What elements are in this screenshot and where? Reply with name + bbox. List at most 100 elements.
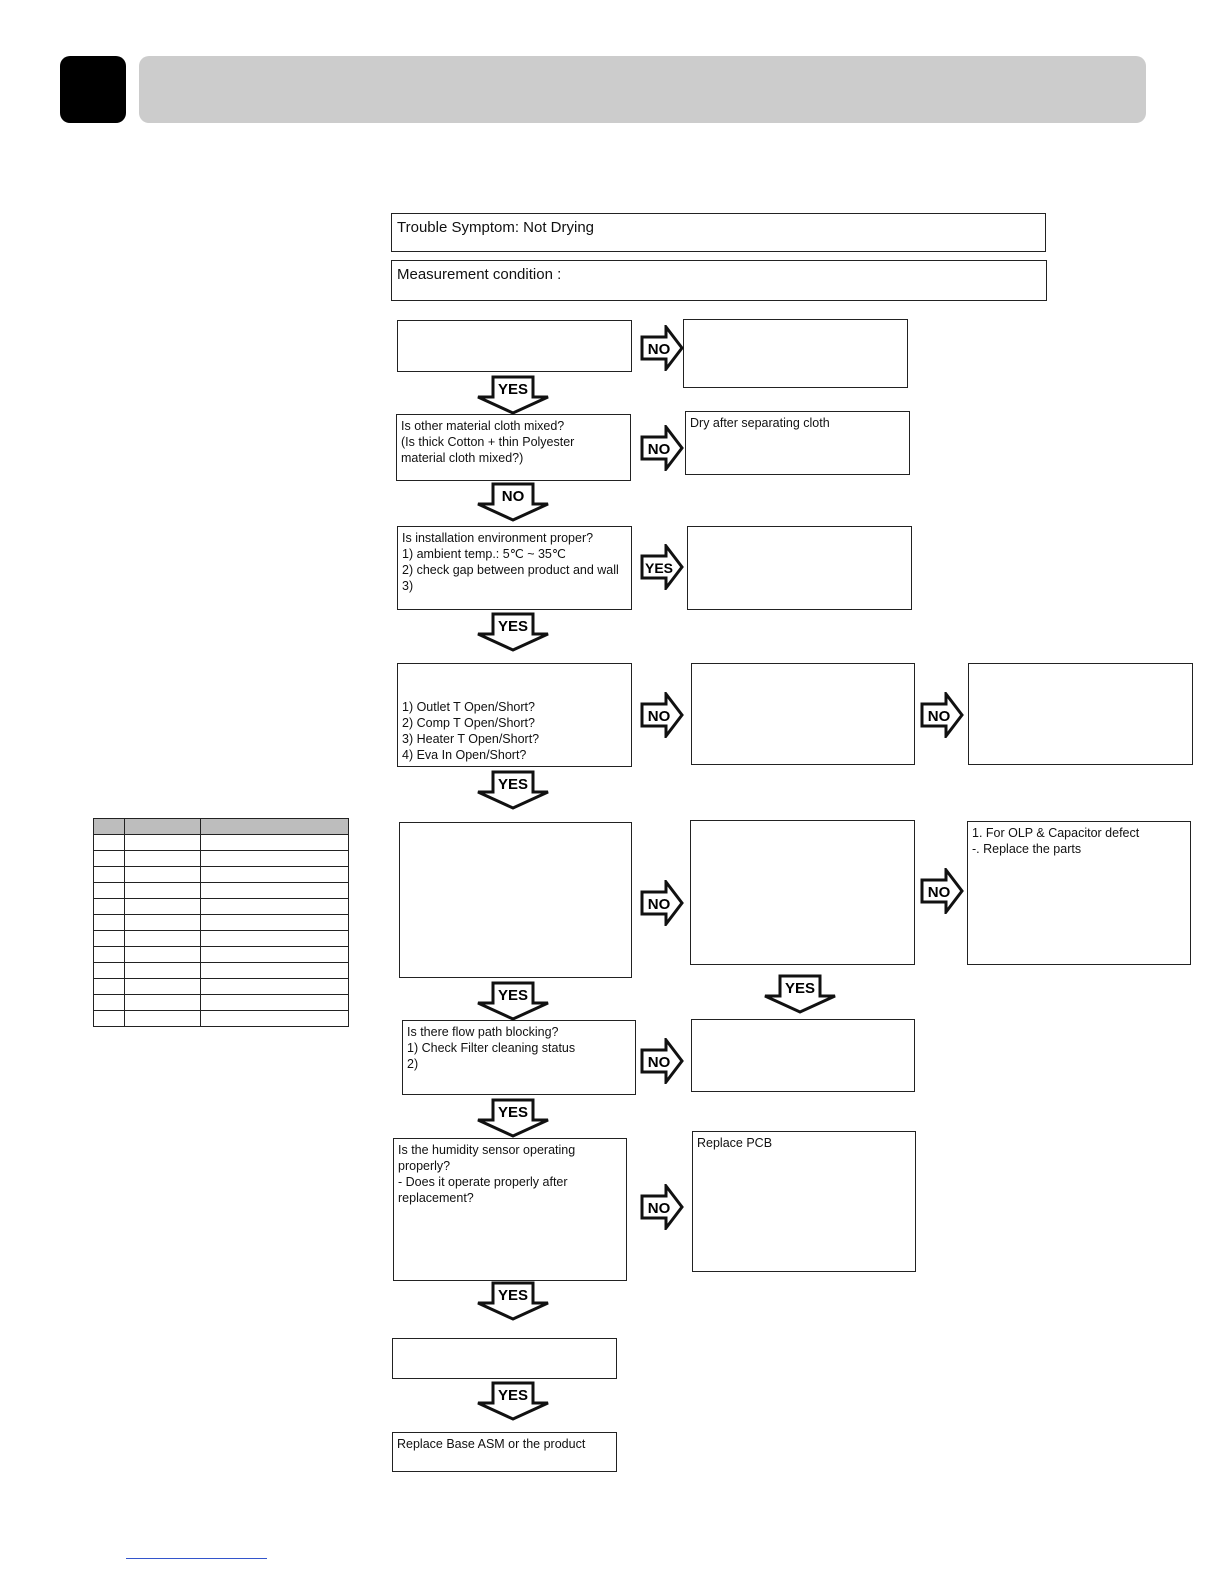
final-action-box: Replace Base ASM or the product xyxy=(392,1432,617,1472)
arrow-label: YES xyxy=(498,1104,528,1121)
step4-question-box: 1) Outlet T Open/Short? 2) Comp T Open/S… xyxy=(397,663,632,767)
table-cell xyxy=(200,866,349,883)
section-number-badge xyxy=(60,56,126,123)
table-row xyxy=(93,850,349,867)
arrow-label: YES xyxy=(498,381,528,398)
down-arrow-yes-7: YES xyxy=(477,1281,549,1321)
table-row xyxy=(93,866,349,883)
table-cell xyxy=(123,962,202,979)
right-arrow-yes-3: YES xyxy=(640,544,684,590)
arrow-label: NO xyxy=(648,1200,671,1217)
footer-link-underline xyxy=(126,1558,267,1559)
right-arrow-no-2: NO xyxy=(640,425,684,471)
table-cell xyxy=(123,882,202,899)
down-arrow-yes-1: YES xyxy=(477,375,549,415)
table-cell xyxy=(200,882,349,899)
table-cell xyxy=(200,818,349,835)
down-arrow-yes-6: YES xyxy=(477,1098,549,1138)
table-row xyxy=(93,962,349,979)
table-cell xyxy=(93,994,125,1011)
measurement-condition-box: Measurement condition : xyxy=(391,260,1047,301)
table-cell xyxy=(123,866,202,883)
step4-followup-box xyxy=(968,663,1193,765)
table-cell xyxy=(93,962,125,979)
down-arrow-yes-8: YES xyxy=(477,1381,549,1421)
table-cell xyxy=(200,994,349,1011)
table-row xyxy=(93,930,349,947)
arrow-label: YES xyxy=(645,560,673,576)
right-arrow-no-6: NO xyxy=(640,1038,684,1084)
table-row xyxy=(93,834,349,851)
down-arrow-yes-3: YES xyxy=(477,612,549,652)
trouble-symptom-box: Trouble Symptom: Not Drying xyxy=(391,213,1046,252)
table-cell xyxy=(93,1010,125,1027)
table-row xyxy=(93,1010,349,1027)
step1-action-box xyxy=(683,319,908,388)
right-arrow-no-4b: NO xyxy=(920,692,964,738)
step7-question-box: Is the humidity sensor operating properl… xyxy=(393,1138,627,1281)
table-cell xyxy=(123,898,202,915)
table-cell xyxy=(200,962,349,979)
right-arrow-no-5b: NO xyxy=(920,868,964,914)
table-cell xyxy=(123,946,202,963)
table-cell xyxy=(93,866,125,883)
table-cell xyxy=(200,1010,349,1027)
right-arrow-no-7: NO xyxy=(640,1184,684,1230)
arrow-label: NO xyxy=(648,1054,671,1071)
step4-question-text: 1) Outlet T Open/Short? 2) Comp T Open/S… xyxy=(402,700,540,762)
step3-action-box xyxy=(687,526,912,610)
step6-question-box: Is there flow path blocking? 1) Check Fi… xyxy=(402,1020,636,1095)
table-cell xyxy=(123,834,202,851)
table-cell xyxy=(200,978,349,995)
arrow-label: NO xyxy=(648,708,671,725)
table-cell xyxy=(200,914,349,931)
table-cell xyxy=(93,946,125,963)
section-header-bar xyxy=(139,56,1146,123)
arrow-label: YES xyxy=(498,776,528,793)
step7-action-box: Replace PCB xyxy=(692,1131,916,1272)
step5-followup-box: 1. For OLP & Capacitor defect -. Replace… xyxy=(967,821,1191,965)
table-row xyxy=(93,978,349,995)
right-arrow-no-4: NO xyxy=(640,692,684,738)
step4-action-box xyxy=(691,663,915,765)
arrow-label: NO xyxy=(502,488,525,505)
table-cell xyxy=(123,818,202,835)
arrow-label: YES xyxy=(498,1287,528,1304)
step5-question-box xyxy=(399,822,632,978)
table-cell xyxy=(93,898,125,915)
table-cell xyxy=(123,994,202,1011)
table-cell xyxy=(200,898,349,915)
table-cell xyxy=(123,1010,202,1027)
arrow-label: NO xyxy=(648,341,671,358)
down-arrow-yes-5: YES xyxy=(477,981,549,1021)
table-row xyxy=(93,882,349,899)
step6-action-box xyxy=(691,1019,915,1092)
arrow-label: YES xyxy=(785,980,815,997)
table-cell xyxy=(123,850,202,867)
arrow-label: NO xyxy=(928,708,951,725)
table-cell xyxy=(93,834,125,851)
table-cell xyxy=(123,930,202,947)
table-cell xyxy=(123,914,202,931)
table-cell xyxy=(93,978,125,995)
table-header-row xyxy=(93,818,349,835)
reference-table xyxy=(93,818,349,1027)
step2-question-box: Is other material cloth mixed? (Is thick… xyxy=(396,414,631,481)
table-cell xyxy=(200,834,349,851)
table-row xyxy=(93,898,349,915)
step3-question-box: Is installation environment proper? 1) a… xyxy=(397,526,632,610)
table-cell xyxy=(93,914,125,931)
table-cell xyxy=(200,930,349,947)
down-arrow-yes-4: YES xyxy=(477,770,549,810)
down-arrow-no-2: NO xyxy=(477,482,549,522)
arrow-label: YES xyxy=(498,618,528,635)
arrow-label: NO xyxy=(648,441,671,458)
table-cell xyxy=(93,818,125,835)
down-arrow-yes-5b: YES xyxy=(764,974,836,1014)
step5-action-box xyxy=(690,820,915,965)
arrow-label: YES xyxy=(498,1387,528,1404)
table-row xyxy=(93,914,349,931)
arrow-label: YES xyxy=(498,987,528,1004)
table-cell xyxy=(200,850,349,867)
arrow-label: NO xyxy=(648,896,671,913)
